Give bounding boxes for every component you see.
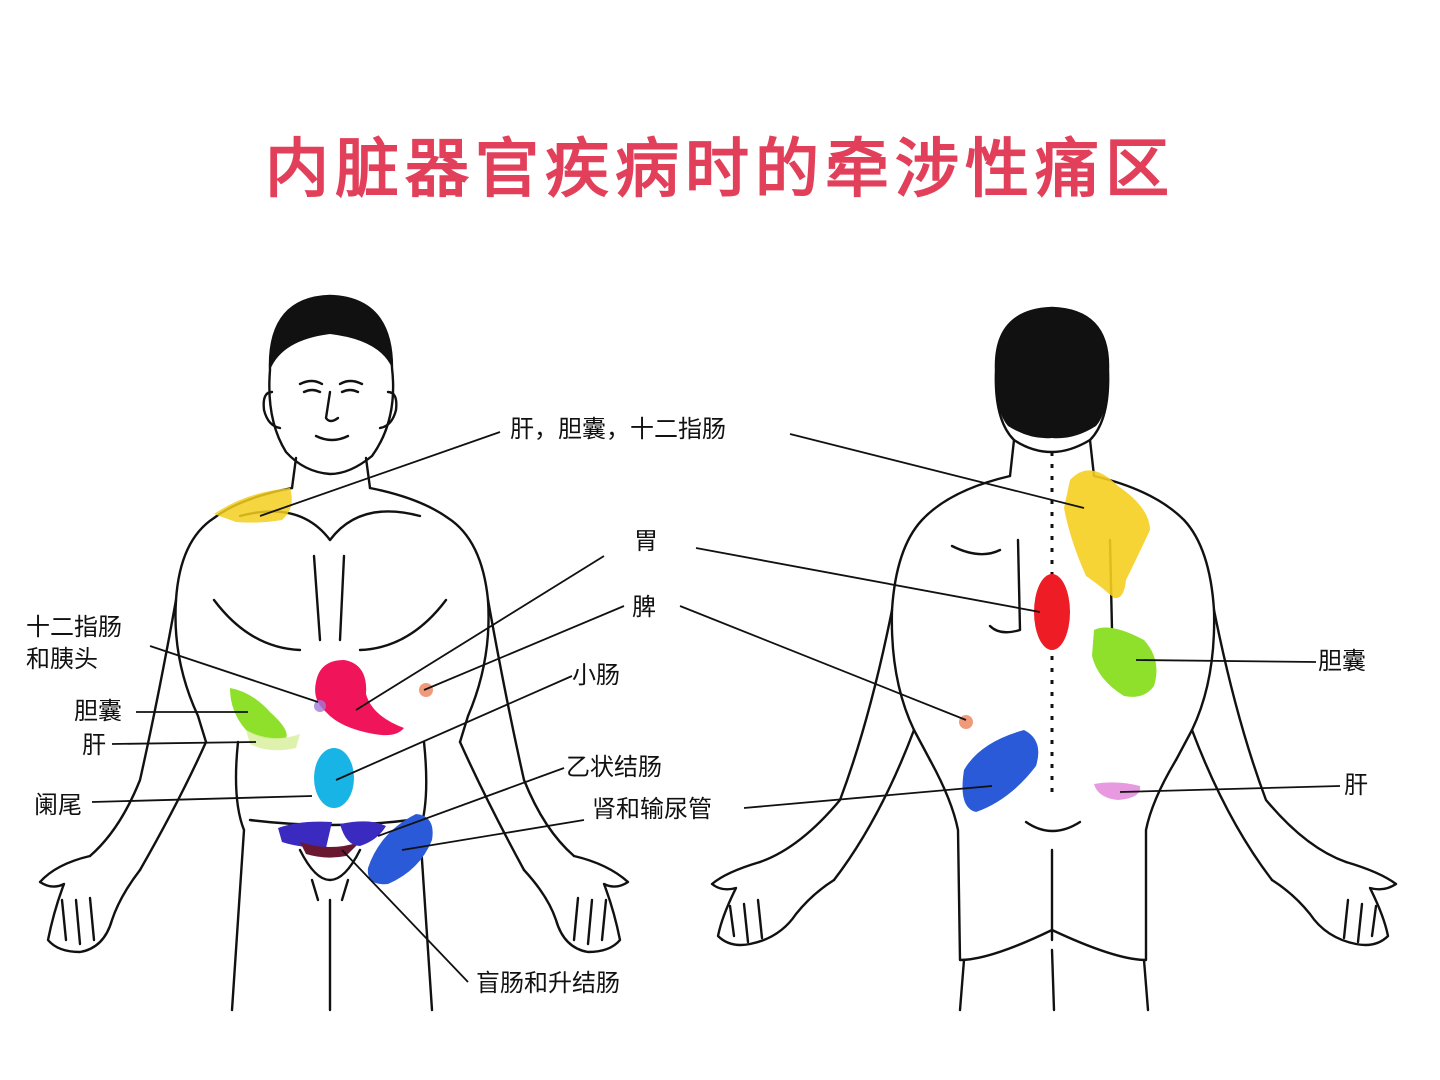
- area-front-duodenum-pancreas: [314, 700, 326, 712]
- area-front-appendix: [340, 821, 386, 846]
- label-liver-back: 肝: [1344, 771, 1368, 799]
- label-sigmoid-colon: 乙状结肠: [566, 753, 662, 781]
- label-kidney-ureter: 肾和输尿管: [592, 795, 712, 823]
- label-small-intestine: 小肠: [572, 661, 620, 689]
- label-liver-gallbladder-duodenum: 肝，胆囊，十二指肠: [510, 415, 726, 443]
- label-liver-front: 肝: [82, 731, 106, 759]
- front-body-figure: [38, 294, 630, 1012]
- label-duodenum-pancreas-line2: 和胰头: [26, 645, 98, 673]
- label-spleen: 脾: [632, 593, 656, 621]
- leader-lines: [91, 431, 1341, 983]
- page-title: 内脏器官疾病时的牵涉性痛区: [265, 133, 1175, 207]
- area-front-kidney-ureter: [367, 814, 433, 885]
- area-front-shoulder-liver-gb-duodenum: [214, 488, 292, 523]
- area-back-gallbladder: [1092, 627, 1157, 697]
- label-duodenum-pancreas-line1: 十二指肠: [26, 613, 122, 641]
- area-front-cecum: [278, 821, 332, 848]
- label-cecum-ascending-colon: 盲肠和升结肠: [476, 969, 620, 997]
- area-front-stomach: [315, 660, 404, 736]
- area-back-shoulder-liver-gb-duodenum: [1064, 470, 1150, 599]
- area-back-kidney-ureter: [962, 730, 1039, 812]
- label-appendix: 阑尾: [34, 791, 82, 819]
- area-front-small-intestine: [314, 748, 354, 808]
- area-back-liver: [1094, 782, 1141, 800]
- label-gallbladder-back: 胆囊: [1318, 647, 1366, 675]
- area-front-liver: [246, 730, 300, 751]
- area-front-gallbladder: [230, 688, 287, 739]
- label-gallbladder-front: 胆囊: [74, 697, 122, 725]
- area-back-stomach: [1034, 574, 1070, 650]
- label-stomach: 胃: [634, 527, 658, 555]
